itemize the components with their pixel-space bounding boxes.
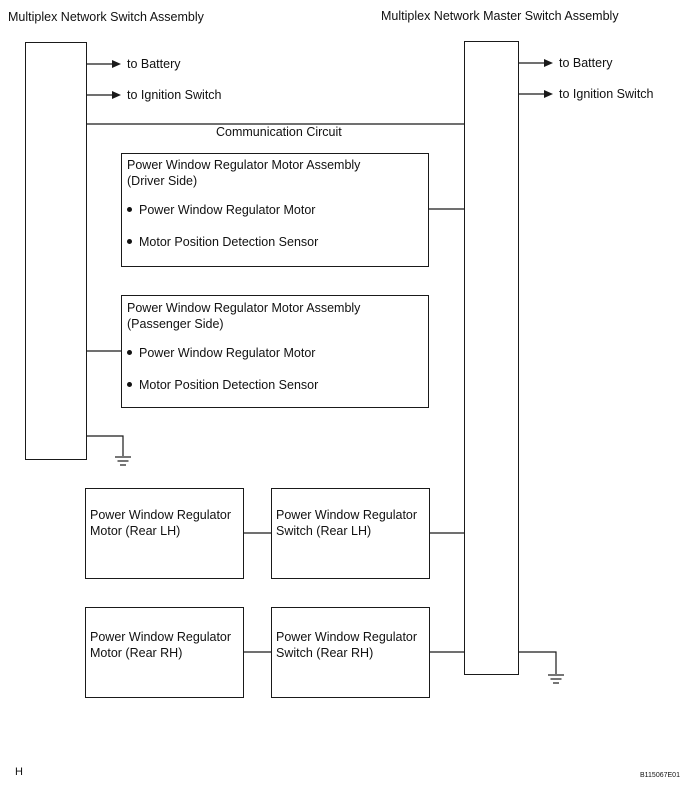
driver-box-subtitle: (Driver Side) <box>127 174 198 188</box>
bullet-icon <box>127 239 132 244</box>
rear-lh-switch-box: Power Window Regulator Switch (Rear LH) <box>271 488 430 579</box>
rear-lh-motor-line1: Power Window Regulator <box>90 508 232 522</box>
passenger-box-title: Power Window Regulator Motor Assembly <box>127 301 361 315</box>
communication-circuit-label: Communication Circuit <box>216 125 342 139</box>
bullet-icon <box>127 350 132 355</box>
bullet-icon <box>127 382 132 387</box>
left-ground-icon <box>115 456 131 466</box>
rear-lh-motor-box: Power Window Regulator Motor (Rear LH) <box>85 488 244 579</box>
driver-side-motor-assembly-box: Power Window Regulator Motor Assembly (D… <box>121 153 429 267</box>
figure-code: B115067E01 <box>640 772 680 779</box>
left-battery-arrow <box>112 60 121 68</box>
passenger-box-item-sensor: Motor Position Detection Sensor <box>139 378 319 392</box>
rear-rh-switch-box: Power Window Regulator Switch (Rear RH) <box>271 607 430 698</box>
multiplex-network-master-switch-assembly <box>464 41 519 675</box>
rear-rh-motor-line1: Power Window Regulator <box>90 630 232 644</box>
right-ground-icon <box>548 674 564 684</box>
left-assembly-title: Multiplex Network Switch Assembly <box>8 10 204 24</box>
rear-rh-switch-line2: Switch (Rear RH) <box>276 646 374 660</box>
rear-lh-switch-line2: Switch (Rear LH) <box>276 524 372 538</box>
rear-lh-motor-line2: Motor (Rear LH) <box>90 524 181 538</box>
right-ignition-label: to Ignition Switch <box>559 87 654 101</box>
passenger-side-motor-assembly-box: Power Window Regulator Motor Assembly (P… <box>121 295 429 408</box>
rear-rh-switch-line1: Power Window Regulator <box>276 630 418 644</box>
right-battery-arrow <box>544 59 553 67</box>
driver-box-item-motor: Power Window Regulator Motor <box>139 203 316 217</box>
rear-rh-motor-box: Power Window Regulator Motor (Rear RH) <box>85 607 244 698</box>
right-battery-label: to Battery <box>559 56 613 70</box>
passenger-box-subtitle: (Passenger Side) <box>127 317 224 331</box>
right-assembly-title: Multiplex Network Master Switch Assembly <box>381 9 619 23</box>
left-ignition-arrow <box>112 91 121 99</box>
bullet-icon <box>127 207 132 212</box>
driver-box-item-sensor: Motor Position Detection Sensor <box>139 235 319 249</box>
rear-lh-switch-line1: Power Window Regulator <box>276 508 418 522</box>
right-ground-wire <box>518 651 557 674</box>
left-battery-label: to Battery <box>127 57 181 71</box>
corner-letter: H <box>15 766 23 778</box>
multiplex-network-switch-assembly <box>25 42 87 460</box>
right-ignition-arrow <box>544 90 553 98</box>
left-ground-wire <box>86 435 124 456</box>
rear-rh-motor-line2: Motor (Rear RH) <box>90 646 183 660</box>
passenger-box-item-motor: Power Window Regulator Motor <box>139 346 316 360</box>
driver-box-title: Power Window Regulator Motor Assembly <box>127 158 361 172</box>
left-ignition-label: to Ignition Switch <box>127 88 222 102</box>
